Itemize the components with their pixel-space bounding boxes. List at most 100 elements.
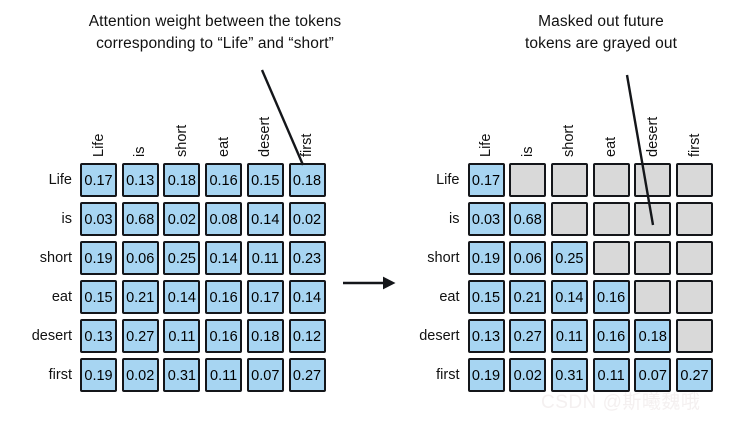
row-label-desert: desert — [419, 327, 460, 344]
attention-weight-cell: 0.19 — [80, 241, 117, 275]
attention-weight-cell: 0.17 — [246, 280, 284, 314]
attention-weight-cell: 0.23 — [288, 241, 326, 275]
col-header-desert: desert — [644, 116, 661, 157]
row-label-short: short — [427, 249, 460, 266]
attention-weight-cell: 0.68 — [509, 202, 547, 236]
attention-weight-cell: 0.68 — [121, 202, 159, 236]
col-header-Life: Life — [90, 133, 107, 157]
attention-weight-cell: 0.15 — [246, 163, 284, 197]
attention-weight-cell: 0.06 — [509, 241, 547, 275]
row-label-eat: eat — [439, 288, 460, 305]
attention-weight-cell: 0.07 — [634, 358, 672, 392]
col-header-desert: desert — [257, 116, 274, 157]
col-header-short: short — [561, 124, 578, 157]
col-header-short: short — [173, 124, 190, 157]
attention-weight-cell: 0.27 — [509, 319, 547, 353]
attention-weight-cell: 0.21 — [509, 280, 547, 314]
col-header-eat: eat — [603, 136, 620, 157]
attention-weight-cell: 0.19 — [467, 241, 505, 275]
attention-weight-cell: 0.06 — [121, 241, 159, 275]
row-label-Life: Life — [48, 171, 72, 188]
attention-weight-cell: 0.02 — [121, 358, 159, 392]
row-label-first: first — [48, 366, 72, 383]
row-label-first: first — [436, 366, 460, 383]
masked-cell — [676, 241, 713, 275]
attention-weight-cell: 0.02 — [288, 202, 326, 236]
attention-weight-cell: 0.11 — [163, 319, 201, 353]
row-label-short: short — [39, 249, 72, 266]
attention-weight-cell: 0.11 — [205, 358, 243, 392]
attention-weight-cell: 0.11 — [550, 319, 588, 353]
attention-weight-cell: 0.17 — [80, 163, 117, 197]
masked-cell — [592, 202, 630, 236]
attention-weight-cell: 0.03 — [80, 202, 117, 236]
masked-cell — [676, 163, 713, 197]
attention-weight-cell: 0.16 — [205, 280, 243, 314]
masked-cell — [634, 241, 672, 275]
attention-weight-cell: 0.19 — [80, 358, 117, 392]
attention-weight-cell: 0.31 — [550, 358, 588, 392]
attention-weight-cell: 0.16 — [205, 163, 243, 197]
masked-cell — [550, 202, 588, 236]
attention-weight-cell: 0.18 — [634, 319, 672, 353]
left-title-line2: corresponding to “Life” and “short” — [96, 35, 334, 52]
masked-cell — [634, 163, 672, 197]
attention-weight-cell: 0.18 — [288, 163, 326, 197]
attention-weight-cell: 0.18 — [246, 319, 284, 353]
col-header-is: is — [132, 146, 149, 157]
col-header-is: is — [519, 146, 536, 157]
attention-weight-cell: 0.02 — [163, 202, 201, 236]
attention-weight-cell: 0.17 — [467, 163, 505, 197]
attention-weight-cell: 0.14 — [205, 241, 243, 275]
attention-weight-cell: 0.19 — [467, 358, 505, 392]
attention-weight-cell: 0.21 — [121, 280, 159, 314]
masked-cell — [592, 241, 630, 275]
attention-weight-cell: 0.07 — [246, 358, 284, 392]
attention-weight-cell: 0.11 — [592, 358, 630, 392]
left-title: Attention weight between the tokens corr… — [35, 11, 395, 55]
attention-weight-cell: 0.13 — [467, 319, 505, 353]
row-label-eat: eat — [51, 288, 72, 305]
attention-weight-cell: 0.16 — [592, 280, 630, 314]
attention-weight-cell: 0.14 — [163, 280, 201, 314]
attention-weight-cell: 0.31 — [163, 358, 201, 392]
attention-weight-cell: 0.03 — [467, 202, 505, 236]
row-label-desert: desert — [31, 327, 72, 344]
attention-weight-cell: 0.14 — [288, 280, 326, 314]
col-header-first: first — [299, 133, 315, 157]
col-header-first: first — [686, 133, 703, 157]
row-label-is: is — [61, 210, 72, 227]
masked-cell — [634, 280, 672, 314]
row-label-Life: Life — [436, 171, 460, 188]
attention-weight-cell: 0.27 — [288, 358, 326, 392]
attention-weight-cell: 0.08 — [205, 202, 243, 236]
attention-weight-cell: 0.14 — [550, 280, 588, 314]
attention-weight-cell: 0.25 — [163, 241, 201, 275]
watermark: CSDN @斯曦魏哦 — [541, 392, 701, 413]
masked-cell — [550, 163, 588, 197]
attention-weight-cell: 0.25 — [550, 241, 588, 275]
attention-weight-cell: 0.12 — [288, 319, 326, 353]
attention-weight-cell: 0.16 — [205, 319, 243, 353]
masked-cell — [676, 280, 713, 314]
row-label-is: is — [449, 210, 460, 227]
right-title: Masked out future tokens are grayed out — [470, 11, 732, 55]
attention-weight-cell: 0.11 — [246, 241, 284, 275]
masked-cell — [592, 163, 630, 197]
col-header-eat: eat — [215, 136, 232, 157]
masked-cell — [676, 202, 713, 236]
left-title-line1: Attention weight between the tokens — [88, 13, 342, 30]
attention-weight-cell: 0.02 — [509, 358, 547, 392]
attention-weight-cell: 0.27 — [676, 358, 713, 392]
attention-weight-cell: 0.13 — [121, 163, 159, 197]
attention-weight-cell: 0.15 — [467, 280, 505, 314]
attention-weight-cell: 0.18 — [163, 163, 201, 197]
masked-cell — [676, 319, 713, 353]
attention-weight-cell: 0.14 — [246, 202, 284, 236]
right-title-line1: Masked out future — [538, 13, 664, 30]
masked-cell — [634, 202, 672, 236]
right-title-line2: tokens are grayed out — [524, 35, 678, 52]
